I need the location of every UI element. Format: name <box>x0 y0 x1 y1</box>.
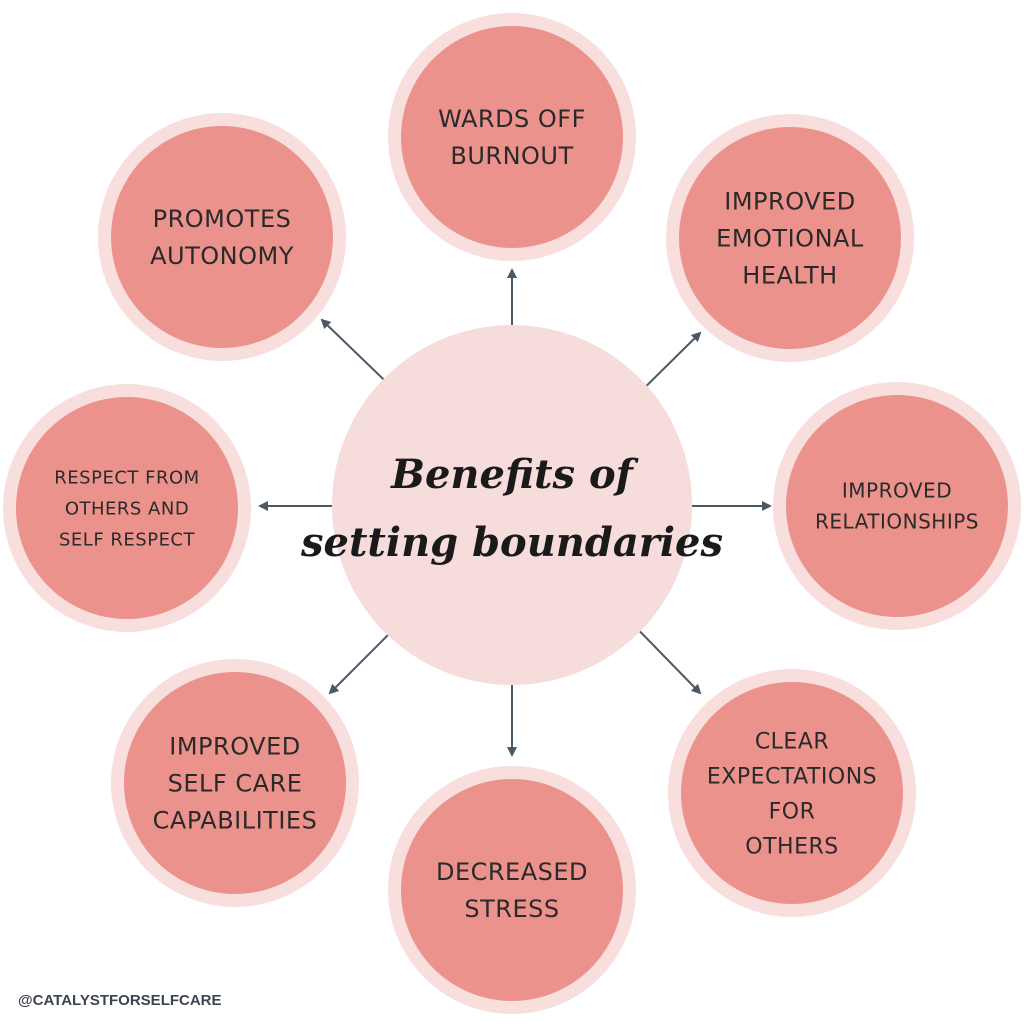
benefit-label-line: EMOTIONAL <box>716 225 864 253</box>
benefit-improved-emotional-health: IMPROVED EMOTIONAL HEALTH <box>666 114 914 362</box>
benefit-label-line: CAPABILITIES <box>153 807 318 835</box>
center-title-line-2: setting boundaries <box>300 519 723 566</box>
benefit-label-line: IMPROVED <box>724 188 855 216</box>
bubbles-layer: WARDS OFFBURNOUTIMPROVEDEMOTIONALHEALTHI… <box>3 13 1021 1014</box>
benefit-label-line: RELATIONSHIPS <box>815 510 979 534</box>
benefit-label-line: WARDS OFF <box>438 105 586 133</box>
footer-handle: @CATALYSTFORSELFCARE <box>18 992 222 1009</box>
benefit-label-line: SELF CARE <box>168 770 303 798</box>
benefit-promotes-autonomy: PROMOTES AUTONOMY <box>98 113 346 361</box>
benefit-label-line: IMPROVED <box>842 479 952 503</box>
benefit-clear-expectations: CLEAR EXPECTATIONS FOR OTHERS <box>668 669 916 917</box>
center-hub: Benefits of setting boundaries <box>300 325 723 685</box>
benefit-circle <box>124 672 346 894</box>
benefit-wards-off-burnout: WARDS OFF BURNOUT <box>388 13 636 261</box>
benefit-label-line: HEALTH <box>742 262 837 290</box>
benefit-circle <box>786 395 1008 617</box>
benefit-circle <box>401 779 623 1001</box>
center-circle <box>332 325 692 685</box>
benefit-label-line: IMPROVED <box>169 733 300 761</box>
center-title-line-1: Benefits of <box>390 451 638 498</box>
benefit-decreased-stress: DECREASED STRESS <box>388 766 636 1014</box>
benefit-circle <box>401 26 623 248</box>
benefit-label-line: SELF RESPECT <box>59 529 196 550</box>
benefit-label-line: FOR <box>769 799 816 824</box>
benefit-label-line: RESPECT FROM <box>54 467 199 488</box>
benefit-label-line: EXPECTATIONS <box>707 764 877 789</box>
benefit-label-line: OTHERS <box>745 834 838 859</box>
benefit-label-line: AUTONOMY <box>150 242 294 270</box>
benefit-label-line: DECREASED <box>436 858 588 886</box>
benefit-label-line: STRESS <box>464 895 559 923</box>
benefit-circle <box>111 126 333 348</box>
benefit-respect: RESPECT FROM OTHERS AND SELF RESPECT <box>3 384 251 632</box>
benefit-circle <box>679 127 901 349</box>
benefit-label-line: BURNOUT <box>450 142 573 170</box>
benefit-label-line: CLEAR <box>755 729 829 754</box>
benefit-label-line: PROMOTES <box>153 205 292 233</box>
benefit-circle <box>681 682 903 904</box>
benefit-circle <box>16 397 238 619</box>
benefit-improved-self-care: IMPROVED SELF CARE CAPABILITIES <box>111 659 359 907</box>
benefit-improved-relationships: IMPROVED RELATIONSHIPS <box>773 382 1021 630</box>
benefit-label-line: OTHERS AND <box>65 498 189 519</box>
